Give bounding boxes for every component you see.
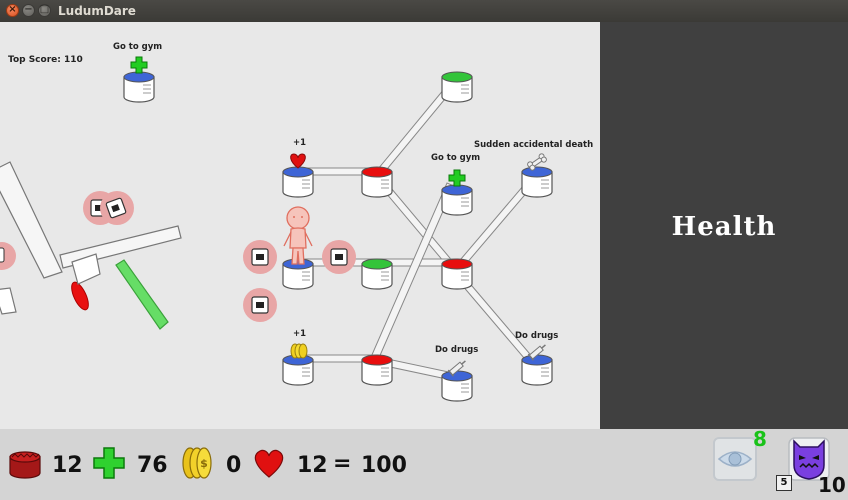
board-canvas bbox=[0, 56, 553, 402]
node-green-top[interactable] bbox=[441, 71, 473, 103]
node-label-drugs: Do drugs bbox=[515, 331, 559, 341]
demon-card-count: 10 bbox=[818, 473, 846, 497]
connection-paths bbox=[297, 76, 541, 382]
svg-text:$: $ bbox=[200, 457, 208, 470]
node-red-1[interactable] bbox=[361, 166, 393, 198]
gym-cross-icon bbox=[130, 56, 148, 74]
eye-card-count: 8 bbox=[753, 427, 767, 451]
demon-card-small-count: 5 bbox=[776, 475, 792, 491]
panel-title: Health bbox=[671, 212, 777, 242]
minimize-window-button[interactable]: − bbox=[22, 4, 35, 17]
hearts-count: 12 bbox=[297, 453, 328, 478]
broken-path-debris bbox=[0, 161, 182, 330]
node-red-3[interactable] bbox=[361, 354, 393, 386]
node-drugs-2[interactable] bbox=[521, 354, 553, 386]
gym-cross-icon bbox=[448, 169, 466, 187]
maximize-window-button[interactable]: □ bbox=[38, 4, 51, 17]
heart-icon bbox=[254, 449, 284, 478]
node-label-drugs: Do drugs bbox=[435, 345, 479, 355]
node-label-gym: Go to gym bbox=[113, 42, 163, 52]
node-red-2[interactable] bbox=[441, 258, 473, 290]
node-label-gym-mid: Go to gym bbox=[431, 153, 481, 163]
cake-count: 12 bbox=[52, 453, 83, 478]
event-cards bbox=[83, 191, 356, 322]
syringe-icon bbox=[527, 344, 546, 361]
resource-bar: 12 76 $ 0 12 = 100 8 5 10 bbox=[0, 427, 848, 500]
card-token[interactable] bbox=[243, 288, 277, 322]
maximize-icon: □ bbox=[39, 4, 50, 15]
node-heart[interactable] bbox=[282, 166, 314, 198]
player-character[interactable] bbox=[283, 206, 313, 265]
node-sudden-death[interactable] bbox=[521, 166, 553, 198]
cake-icon bbox=[9, 451, 41, 479]
card-token[interactable] bbox=[243, 240, 277, 274]
node-label-plus-coin: +1 bbox=[293, 329, 307, 339]
game-board[interactable]: Top Score: 110 Go to gym +1 +1 Go to gym… bbox=[0, 22, 600, 429]
stat-side-panel: Health bbox=[600, 22, 848, 429]
health-count: 76 bbox=[137, 453, 168, 478]
card-token[interactable] bbox=[100, 191, 134, 225]
eye-icon bbox=[717, 451, 753, 467]
window-title: LudumDare bbox=[58, 4, 136, 18]
close-window-button[interactable]: × bbox=[6, 4, 19, 17]
top-score-text: Top Score: 110 bbox=[8, 55, 83, 65]
node-gym-mid[interactable] bbox=[441, 184, 473, 216]
gold-coins-icon: $ bbox=[182, 447, 212, 479]
heart-icon bbox=[290, 153, 306, 169]
node-label-sudden-death: Sudden accidental death bbox=[474, 140, 594, 150]
eye-card[interactable] bbox=[713, 437, 757, 481]
close-icon: × bbox=[8, 4, 17, 15]
bone-icon bbox=[527, 153, 547, 171]
path-nodes bbox=[123, 71, 553, 402]
coins-count: 0 bbox=[226, 453, 242, 478]
coin-icon bbox=[290, 343, 308, 359]
minimize-icon: − bbox=[24, 4, 33, 15]
syringe-icon bbox=[447, 360, 466, 377]
total-score: 100 bbox=[361, 453, 407, 478]
window-titlebar: × − □ LudumDare bbox=[0, 0, 848, 22]
equals-sign: = bbox=[333, 451, 352, 476]
node-player[interactable] bbox=[282, 258, 314, 290]
green-cross-icon bbox=[93, 447, 125, 479]
demon-icon[interactable] bbox=[786, 435, 832, 483]
card-token[interactable] bbox=[322, 240, 356, 274]
node-gym-top[interactable] bbox=[123, 71, 155, 103]
node-label-plus-heart: +1 bbox=[293, 138, 307, 148]
node-green-mid[interactable] bbox=[361, 258, 393, 290]
node-coin[interactable] bbox=[282, 354, 314, 386]
node-drugs-1[interactable] bbox=[441, 370, 473, 402]
